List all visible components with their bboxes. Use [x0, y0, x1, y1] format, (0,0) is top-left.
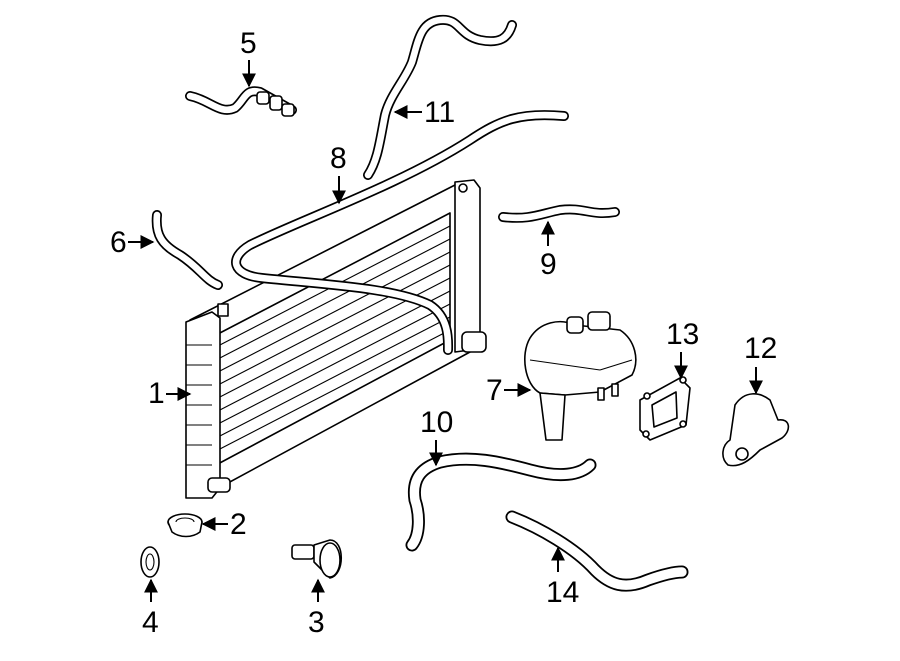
svg-text:7: 7 — [486, 374, 503, 407]
svg-text:3: 3 — [308, 606, 325, 639]
callout-3: 3 — [308, 578, 325, 639]
mounting-bracket — [722, 393, 790, 467]
svg-text:9: 9 — [540, 248, 557, 281]
drain-cock — [291, 539, 342, 579]
svg-text:14: 14 — [546, 576, 579, 609]
overflow-hose — [498, 204, 620, 223]
svg-text:13: 13 — [666, 318, 699, 351]
callout-13: 13 — [666, 318, 699, 380]
svg-text:1: 1 — [148, 377, 165, 410]
heater-hose — [363, 14, 517, 180]
callout-10: 10 — [420, 406, 453, 467]
svg-text:5: 5 — [240, 27, 257, 60]
callout-6: 6 — [110, 226, 155, 259]
callout-9: 9 — [540, 220, 557, 281]
callout-8: 8 — [330, 142, 347, 205]
coolant-reservoir — [524, 311, 637, 441]
callout-1: 1 — [148, 377, 192, 410]
callout-12: 12 — [744, 332, 777, 395]
radiator-insulator — [167, 513, 203, 538]
svg-text:8: 8 — [330, 142, 347, 175]
callout-5: 5 — [240, 27, 257, 88]
svg-text:4: 4 — [142, 606, 159, 639]
svg-text:6: 6 — [110, 226, 127, 259]
callout-11: 11 — [393, 96, 455, 129]
radiator — [185, 179, 487, 499]
svg-text:10: 10 — [420, 406, 453, 439]
callout-14: 14 — [546, 546, 579, 609]
callout-2: 2 — [201, 508, 247, 541]
reservoir-bracket — [639, 376, 691, 441]
callout-4: 4 — [142, 578, 159, 639]
svg-text:11: 11 — [424, 96, 455, 129]
lower-hose — [505, 510, 689, 592]
washer — [140, 546, 160, 578]
svg-text:2: 2 — [230, 508, 247, 541]
radiator-inlet-hose — [151, 210, 223, 290]
lower-radiator-hose — [405, 452, 597, 552]
svg-text:12: 12 — [744, 332, 777, 365]
bypass-hose — [185, 86, 297, 117]
callout-7: 7 — [486, 374, 532, 407]
upper-radiator-hose — [231, 110, 569, 355]
